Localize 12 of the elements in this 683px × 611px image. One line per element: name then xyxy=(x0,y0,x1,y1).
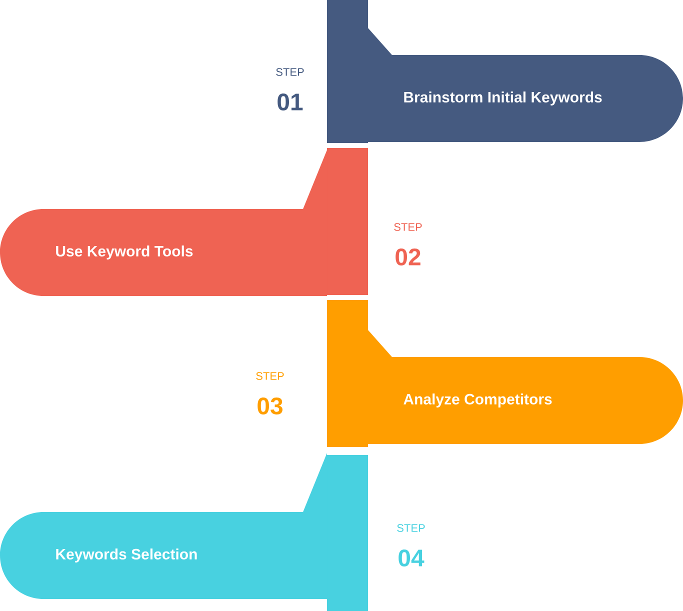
step-banner: Brainstorm Initial Keywords xyxy=(327,0,683,143)
step-banner: Analyze Competitors xyxy=(327,300,683,447)
step-label: STEP xyxy=(394,223,422,231)
step-banner: Keywords Selection xyxy=(0,453,368,611)
step-number: 01 xyxy=(278,94,303,110)
step-number: 03 xyxy=(258,398,282,414)
step-label: STEP xyxy=(397,524,425,532)
step-label: STEP xyxy=(276,68,304,76)
step-number: 04 xyxy=(398,550,424,566)
step-banner: Use Keyword Tools xyxy=(0,148,368,296)
step-label: STEP xyxy=(256,372,284,380)
step-number: 02 xyxy=(396,248,420,266)
